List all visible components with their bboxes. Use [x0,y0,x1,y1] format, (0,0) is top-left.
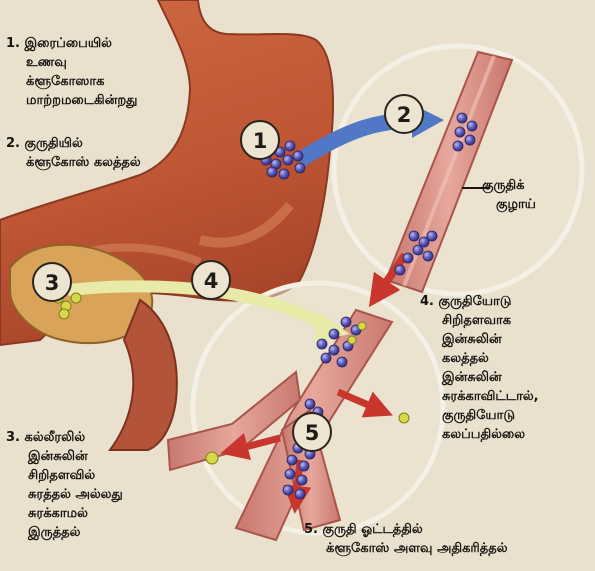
step-1-caption: 1. இரைப்பையில் உணவு க்ளூகோஸாக மாற்றமடைகி… [6,34,137,110]
step-5-caption: 5. குருதி ஓட்டத்தில் க்ளூகோஸ் அளவு அதிகர… [304,520,508,558]
svg-text:4: 4 [204,269,219,293]
step-4-caption: 4. குருதியோடு சிறிதளவாக இன்சுலின் கலத்தல… [420,292,539,444]
step-marker-2: 2 [385,95,423,133]
svg-text:2: 2 [397,103,412,127]
step-marker-5: 5 [293,413,331,451]
blood-vessel-label: குருதிக் குழாய் [482,176,536,214]
step-marker-4: 4 [192,261,230,299]
step-marker-1: 1 [241,121,279,159]
svg-text:5: 5 [305,421,320,445]
svg-text:1: 1 [253,129,268,153]
step-3-caption: 3. கல்லீரலில் இன்சுலின் சிறிதளவில் சுரத்… [6,428,123,542]
svg-text:3: 3 [45,271,60,295]
step-2-caption: 2. குருதியில் க்ளூகோஸ் கலத்தல் [6,134,141,172]
step-marker-3: 3 [33,263,71,301]
